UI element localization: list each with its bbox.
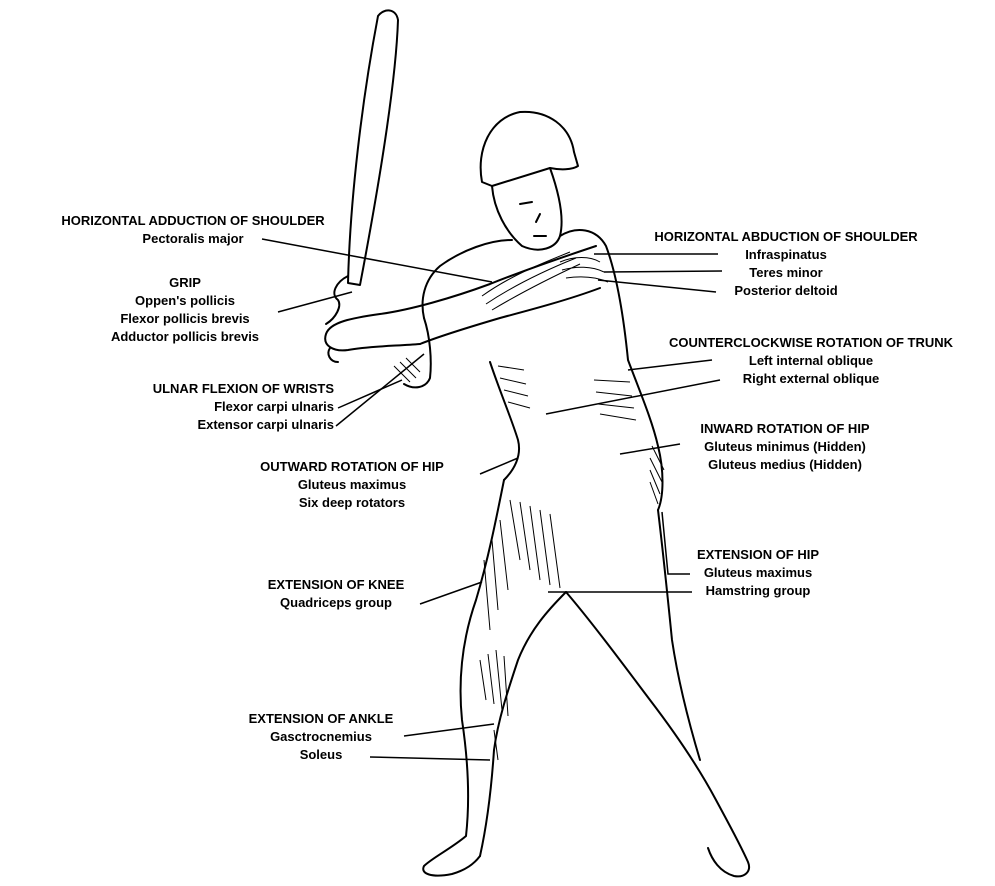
leader-extensor-carpi xyxy=(336,354,424,426)
label-title: INWARD ROTATION OF HIP xyxy=(676,420,894,438)
label-muscle: Flexor carpi ulnaris xyxy=(60,398,334,416)
label-title: EXTENSION OF HIP xyxy=(676,546,840,564)
leader-inward-rotation-hip xyxy=(620,444,680,454)
label-muscle: Gluteus maximus xyxy=(676,564,840,582)
label-muscle: Pectoralis major xyxy=(8,230,378,248)
label-muscle: Flexor pollicis brevis xyxy=(80,310,290,328)
label-muscle: Gluteus maximus xyxy=(236,476,468,494)
label-muscle: Six deep rotators xyxy=(236,494,468,512)
label-title: OUTWARD ROTATION OF HIP xyxy=(236,458,468,476)
label-ulnar-flexion: ULNAR FLEXION OF WRISTS Flexor carpi uln… xyxy=(60,380,334,434)
label-muscle: Quadriceps group xyxy=(248,594,424,612)
label-inward-rotation-hip: INWARD ROTATION OF HIP Gluteus minimus (… xyxy=(676,420,894,474)
label-muscle: Gasctrocnemius xyxy=(226,728,416,746)
leader-gastrocnemius xyxy=(404,724,494,736)
label-outward-rotation-hip: OUTWARD ROTATION OF HIP Gluteus maximus … xyxy=(236,458,468,512)
label-muscle: Adductor pollicis brevis xyxy=(80,328,290,346)
batter-legs xyxy=(423,480,749,876)
label-muscle: Gluteus minimus (Hidden) xyxy=(676,438,894,456)
label-muscle: Soleus xyxy=(226,746,416,764)
label-extension-knee: EXTENSION OF KNEE Quadriceps group xyxy=(248,576,424,612)
label-muscle: Right external oblique xyxy=(630,370,992,388)
leader-flexor-carpi xyxy=(338,380,402,408)
label-muscle: Teres minor xyxy=(616,264,956,282)
label-ccw-rotation-trunk: COUNTERCLOCKWISE ROTATION OF TRUNK Left … xyxy=(630,334,992,388)
label-title: COUNTERCLOCKWISE ROTATION OF TRUNK xyxy=(630,334,992,352)
label-horiz-abduction: HORIZONTAL ABDUCTION OF SHOULDER Infrasp… xyxy=(616,228,956,300)
label-muscle: Infraspinatus xyxy=(616,246,956,264)
label-muscle: Hamstring group xyxy=(676,582,840,600)
leader-quadriceps xyxy=(420,582,482,604)
label-muscle: Left internal oblique xyxy=(630,352,992,370)
label-extension-ankle: EXTENSION OF ANKLE Gasctrocnemius Soleus xyxy=(226,710,416,764)
label-title: GRIP xyxy=(80,274,290,292)
label-horiz-adduction: HORIZONTAL ADDUCTION OF SHOULDER Pectora… xyxy=(8,212,378,248)
label-title: HORIZONTAL ADDUCTION OF SHOULDER xyxy=(8,212,378,230)
batter-arms xyxy=(325,246,600,387)
label-title: EXTENSION OF KNEE xyxy=(248,576,424,594)
label-title: HORIZONTAL ABDUCTION OF SHOULDER xyxy=(616,228,956,246)
label-title: EXTENSION OF ANKLE xyxy=(226,710,416,728)
batter-head xyxy=(481,112,578,250)
label-title: ULNAR FLEXION OF WRISTS xyxy=(60,380,334,398)
label-muscle: Extensor carpi ulnaris xyxy=(60,416,334,434)
label-muscle: Oppen's pollicis xyxy=(80,292,290,310)
label-muscle: Gluteus medius (Hidden) xyxy=(676,456,894,474)
label-grip: GRIP Oppen's pollicis Flexor pollicis br… xyxy=(80,274,290,346)
label-extension-hip: EXTENSION OF HIP Gluteus maximus Hamstri… xyxy=(676,546,840,600)
label-muscle: Posterior deltoid xyxy=(616,282,956,300)
